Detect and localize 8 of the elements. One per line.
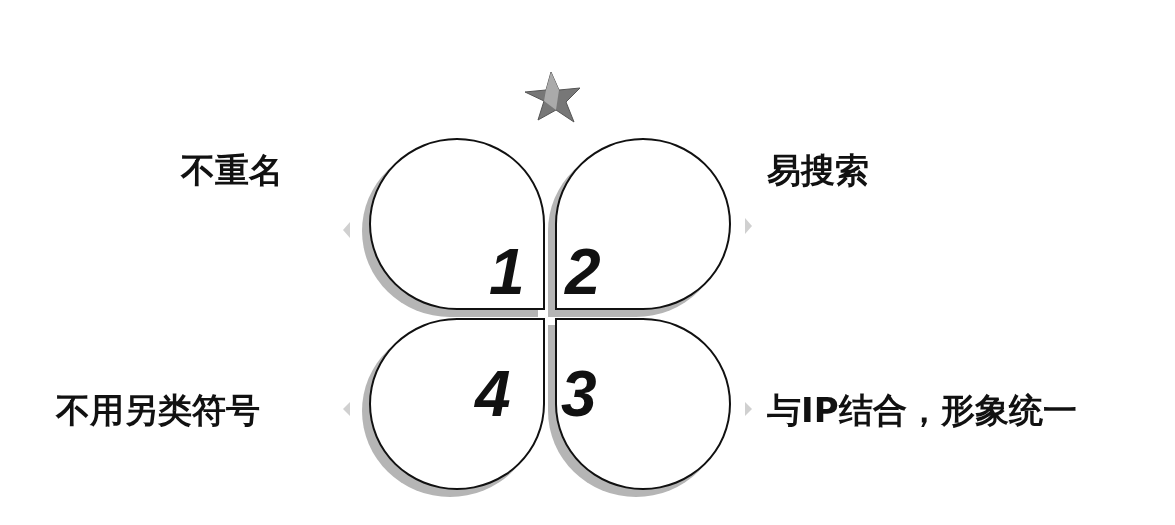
petal-number: 3 (561, 362, 597, 426)
feature-label: 与IP结合，形象统一 (767, 390, 1077, 430)
feature-label: 不重名 (181, 150, 283, 190)
petal-number: 4 (475, 362, 511, 426)
feature-label: 易搜索 (767, 150, 869, 190)
petal-number: 2 (565, 240, 601, 304)
petal-number: 1 (489, 240, 525, 304)
feature-label: 不用另类符号 (56, 390, 260, 430)
